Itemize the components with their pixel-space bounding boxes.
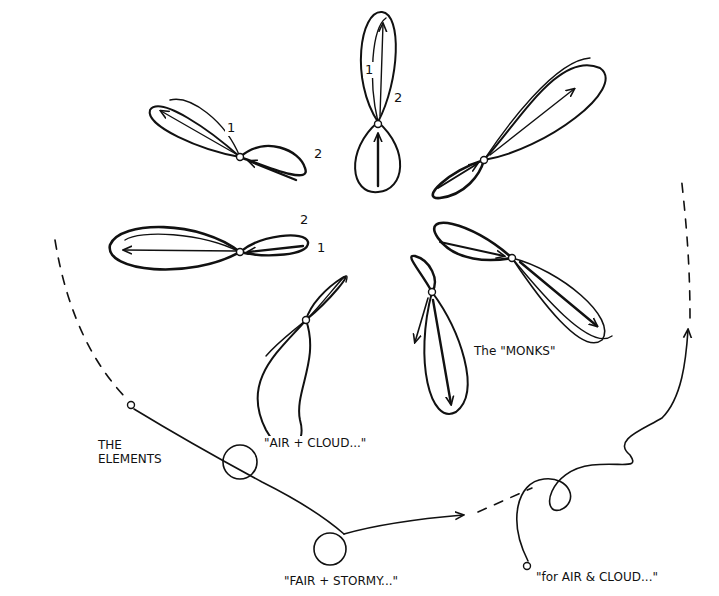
- dashed-path: [55, 240, 128, 400]
- callout-number: 2: [392, 90, 404, 106]
- arrow: [490, 89, 574, 155]
- callout-number: 1: [225, 120, 237, 136]
- loop: [110, 227, 240, 269]
- center-dot: [237, 249, 244, 256]
- phrase-label: "for AIR & CLOUD...": [534, 570, 660, 584]
- loop: [512, 258, 612, 339]
- turn-loop: [314, 533, 346, 565]
- arrow: [433, 300, 451, 404]
- loop: [355, 122, 400, 192]
- loop: [361, 12, 396, 122]
- loop: [150, 106, 240, 157]
- loop: [424, 292, 467, 414]
- phrase-label: "AIR + CLOUD...": [262, 436, 368, 450]
- phrase-label: "FAIR + STORMY...": [282, 574, 400, 588]
- path: [134, 409, 344, 534]
- group-label: THE ELEMENTS: [96, 438, 172, 467]
- arrow: [520, 262, 597, 326]
- callout-number: 2: [298, 212, 310, 228]
- loop: [266, 320, 306, 356]
- arrow: [344, 515, 463, 534]
- callout-number: 2: [312, 146, 324, 162]
- loop: [125, 234, 240, 252]
- figure-eight: [258, 276, 347, 448]
- arrow: [438, 164, 477, 188]
- figure-eight: [434, 223, 612, 343]
- arrow: [380, 24, 383, 116]
- loop: [434, 223, 512, 260]
- callout-number: 1: [315, 240, 327, 256]
- loop: [240, 235, 308, 255]
- arrow: [440, 242, 504, 256]
- floor-path: [55, 175, 690, 570]
- center-dot: [509, 255, 516, 262]
- center-dot: [375, 121, 382, 128]
- start-dot: [128, 402, 135, 409]
- loop: [170, 99, 240, 157]
- figure-label: The "MONKS": [472, 344, 557, 358]
- loop: [306, 276, 347, 320]
- center-dot: [429, 289, 436, 296]
- arrow: [249, 161, 296, 180]
- arrow: [415, 298, 428, 342]
- figure-eight: [433, 58, 606, 198]
- loop: [512, 258, 605, 343]
- loop: [411, 256, 435, 292]
- figure-eight: [110, 227, 308, 269]
- loop: [484, 58, 590, 160]
- figure-eight: [411, 256, 467, 414]
- callout-number: 1: [363, 62, 375, 78]
- arrow: [377, 134, 379, 186]
- turn-loop: [223, 445, 257, 479]
- center-dot: [237, 154, 244, 161]
- start-dot: [524, 563, 531, 570]
- dashed-path: [681, 175, 690, 318]
- figure-eight: [150, 99, 306, 180]
- arrow: [124, 250, 236, 251]
- center-dot: [481, 157, 488, 164]
- arrow: [248, 246, 303, 252]
- center-dot: [303, 317, 310, 324]
- loop: [484, 65, 606, 160]
- loop: [433, 160, 484, 198]
- path: [517, 330, 688, 561]
- loop: [258, 320, 311, 448]
